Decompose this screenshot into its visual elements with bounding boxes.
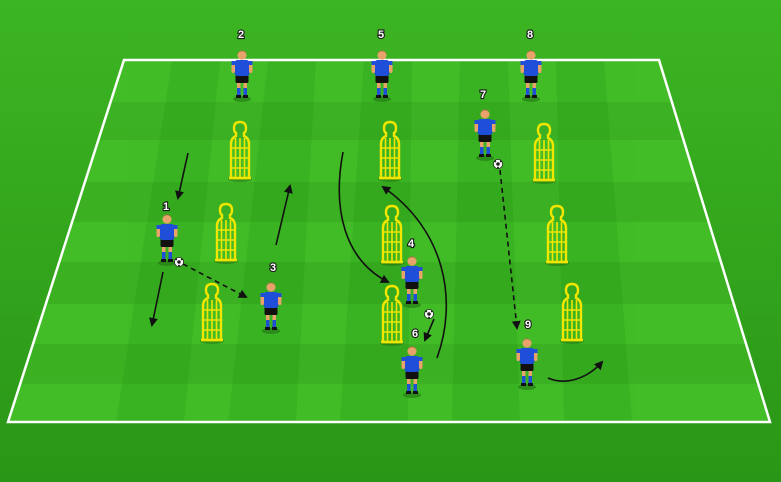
curved-run-arrow-6 bbox=[381, 185, 448, 359]
mannequin-icon bbox=[200, 282, 224, 344]
player-icon bbox=[520, 50, 542, 102]
player-7: 7 bbox=[474, 88, 496, 161]
player-6: 6 bbox=[401, 327, 423, 398]
player-1: 1 bbox=[156, 200, 178, 266]
mannequin-icon bbox=[532, 122, 556, 184]
mannequin-icon bbox=[214, 202, 238, 264]
mannequin-icon bbox=[378, 120, 402, 182]
run-arrow-9 bbox=[547, 360, 604, 382]
pass-arrow-1-to-3 bbox=[182, 263, 248, 298]
mannequin-icon bbox=[560, 282, 584, 344]
arrows bbox=[149, 151, 604, 382]
mannequins bbox=[200, 120, 584, 346]
player-icon bbox=[474, 109, 496, 161]
player-label: 2 bbox=[238, 29, 244, 41]
player-icon bbox=[371, 50, 393, 102]
run-arrow-2 bbox=[149, 271, 164, 327]
player-label: 7 bbox=[480, 89, 486, 101]
pitch-boundary bbox=[6, 58, 772, 424]
player-label: 3 bbox=[270, 262, 276, 274]
player-2: 2 bbox=[231, 28, 253, 102]
player-label: 9 bbox=[525, 319, 531, 331]
soccer-ball-icon bbox=[424, 309, 434, 319]
player-3: 3 bbox=[260, 261, 282, 334]
player-label: 8 bbox=[527, 29, 533, 41]
players: 1 2 3 4 5 6 7 8 9 bbox=[156, 28, 542, 398]
pass-arrow-4-to-6 bbox=[423, 318, 435, 342]
balls bbox=[174, 159, 503, 319]
mannequin-icon bbox=[380, 204, 404, 266]
player-icon bbox=[156, 214, 178, 266]
player-9: 9 bbox=[516, 318, 538, 390]
curved-run-arrow-5 bbox=[338, 151, 390, 283]
player-icon bbox=[401, 346, 423, 398]
player-label: 5 bbox=[378, 29, 384, 41]
player-icon bbox=[231, 50, 253, 102]
soccer-ball-icon bbox=[174, 257, 184, 267]
run-arrow-3 bbox=[275, 184, 293, 246]
player-4: 4 bbox=[401, 237, 423, 308]
mannequin-icon bbox=[545, 204, 569, 266]
player-label: 1 bbox=[163, 201, 169, 213]
player-icon bbox=[401, 256, 423, 308]
player-label: 6 bbox=[412, 328, 418, 340]
player-label: 4 bbox=[408, 238, 415, 250]
player-5: 5 bbox=[371, 28, 393, 102]
soccer-ball-icon bbox=[493, 159, 503, 169]
mannequin-icon bbox=[228, 120, 252, 182]
player-8: 8 bbox=[520, 28, 542, 102]
mannequin-icon bbox=[380, 284, 404, 346]
player-icon bbox=[260, 282, 282, 334]
run-arrow-1 bbox=[175, 152, 189, 200]
player-icon bbox=[516, 338, 538, 390]
